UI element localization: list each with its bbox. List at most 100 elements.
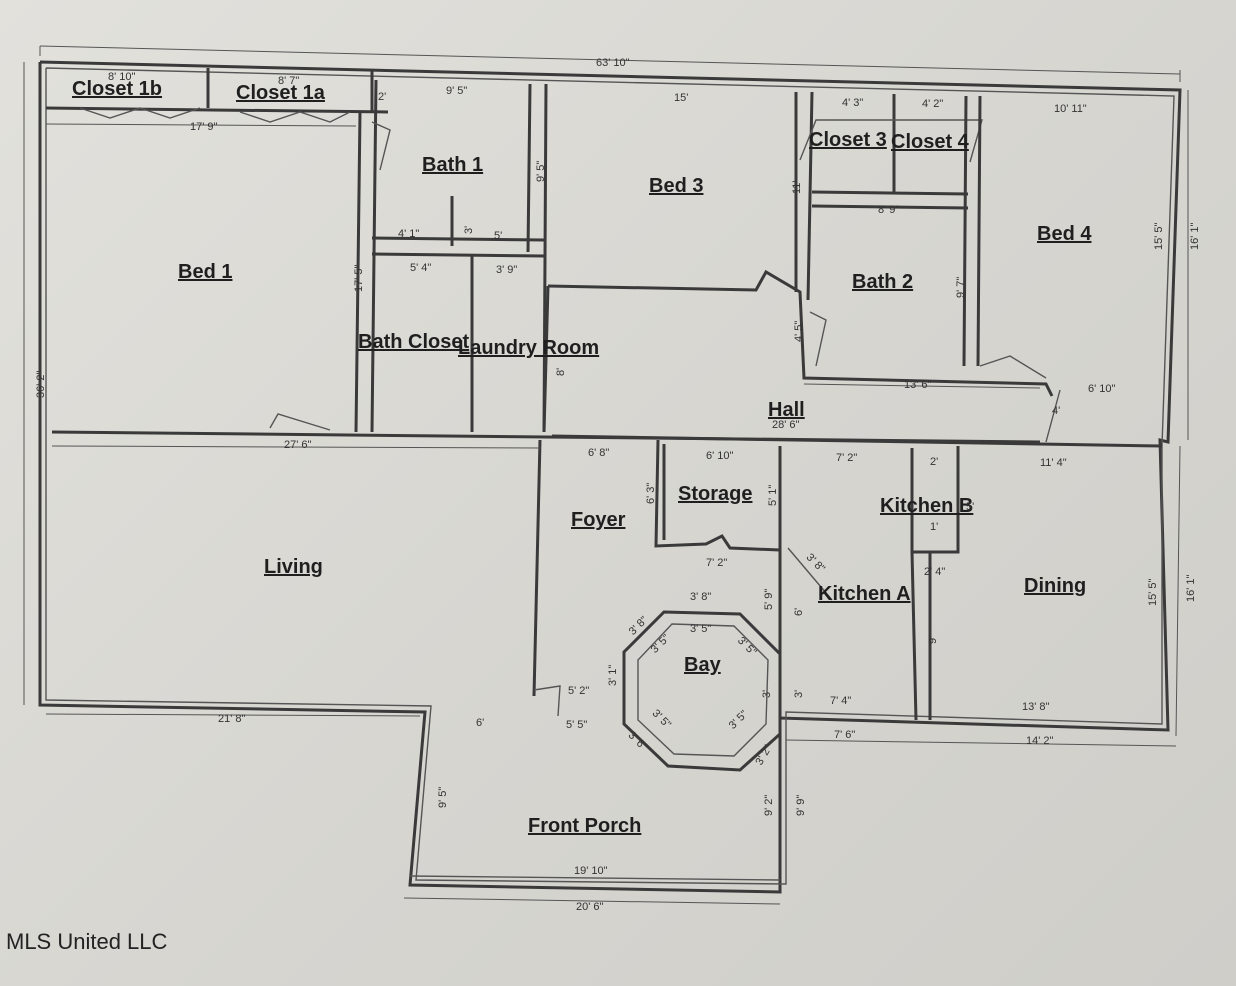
dim-label: 20' 6": [576, 901, 604, 913]
closet3-west-wall: [806, 91, 814, 301]
dim-label: 5' 4": [410, 262, 431, 274]
dim-label: 9' 2": [763, 795, 775, 816]
dim-label: 7' 6": [834, 729, 855, 741]
dimension-labels: 63' 10" 8' 10" 8' 7" 2' 9' 5" 15' 4' 3" …: [35, 57, 1201, 913]
dim-label: 3' 5": [727, 708, 751, 732]
closet3-door: [799, 119, 900, 161]
dim-label: 13' 8": [1022, 701, 1050, 713]
dim-label: 5': [494, 230, 502, 242]
dim-label: 7' 4": [830, 695, 851, 707]
dim-label: 17' 9": [190, 121, 218, 133]
dim-label: 15': [674, 92, 688, 104]
dim-label: 7' 2": [836, 452, 857, 464]
dim-label: 2': [378, 91, 386, 103]
watermark: MLS United LLC: [6, 929, 168, 954]
dim-label: 3' 8": [690, 591, 711, 603]
dim-label: 9' 5": [446, 85, 467, 97]
dim-label: 8': [555, 368, 567, 376]
room-storage: Storage: [678, 483, 752, 505]
dim-label: 6' 10": [706, 450, 734, 462]
dim-label: 3' 5": [649, 632, 673, 656]
room-bay: Bay: [684, 654, 722, 676]
dim-label: 36' 2": [35, 370, 47, 398]
bay-outer: [622, 610, 782, 772]
room-bath-closet: Bath Closet: [358, 331, 469, 353]
room-hall: Hall: [768, 399, 805, 421]
dim-label: 11' 4": [1040, 457, 1067, 469]
dim-label: 4' 1": [398, 228, 419, 240]
closet-strip-wall: [45, 106, 389, 114]
dim-label: 6': [476, 717, 484, 729]
living-east-wall: [532, 439, 542, 697]
kitchen-b-counter: [910, 446, 960, 554]
dim-label: 3' 5": [690, 623, 711, 635]
room-kitchen-a: Kitchen A: [818, 583, 911, 605]
room-bath-1: Bath 1: [422, 154, 483, 176]
room-dining: Dining: [1024, 575, 1086, 597]
room-living: Living: [264, 556, 323, 578]
room-closet-1a: Closet 1a: [236, 82, 326, 104]
dim-label: 3': [793, 690, 805, 698]
dim-label: 4' 3": [842, 97, 863, 109]
dim-label: 8' 7": [278, 75, 299, 87]
dim-label: 15' 5": [1153, 222, 1165, 250]
dim-label: 3' 8": [627, 614, 651, 638]
dim-label: 5' 9": [763, 589, 775, 610]
dim-label: 5' 1": [767, 485, 779, 506]
dim-label: 9' 7": [955, 277, 967, 298]
dim-label: 13' 6": [904, 379, 932, 391]
dim-label: 6' 3": [645, 483, 657, 504]
dim-label: 2' 4": [924, 566, 945, 578]
dim-label: 5': [966, 501, 974, 513]
dim-label: 6': [793, 608, 805, 616]
exterior-wall: [38, 60, 1182, 894]
dimension-lines: [23, 45, 1189, 905]
hall-end-door: [1045, 389, 1061, 443]
dim-label: 17' 5": [353, 264, 365, 292]
kitchen-a-diag: [787, 547, 833, 601]
bed1-east-wall: [354, 111, 362, 433]
bath2-door: [809, 311, 827, 367]
bath1-west-wall: [370, 79, 378, 433]
dim-label: 16' 1": [1185, 574, 1197, 602]
dim-label: 14' 2": [1026, 735, 1054, 747]
bath-closet-top: [371, 252, 545, 258]
dim-label: 63' 10": [596, 57, 630, 69]
dim-label: 2': [930, 456, 938, 468]
dim-label: 28' 6": [772, 419, 800, 431]
hall-north-wall: [547, 269, 1054, 397]
bath2-top-wall: [811, 204, 969, 210]
dim-label: 4' 2": [922, 98, 943, 110]
dim-label: 3' 9": [496, 264, 517, 276]
dim-label: 9': [927, 636, 939, 644]
dim-label: 8' 10": [108, 71, 136, 83]
closet-bottom-wall: [811, 190, 969, 196]
dim-label: 4': [1052, 405, 1060, 417]
room-foyer: Foyer: [571, 509, 626, 531]
room-bed-4: Bed 4: [1037, 223, 1092, 245]
bath1-door: [371, 121, 391, 171]
porch-jog: [533, 685, 561, 717]
dim-label: 5' 2": [568, 685, 589, 697]
closet-1b-door: [79, 107, 201, 119]
closet4-door: [900, 119, 983, 163]
dim-label: 9' 9": [795, 795, 807, 816]
room-closet-1b: Closet 1b: [72, 78, 162, 100]
dim-label: 3': [463, 226, 475, 234]
dim-label: 5' 5": [566, 719, 587, 731]
room-labels: Closet 1b Closet 1a Bath 1 Bed 3 Closet …: [72, 78, 1092, 837]
room-bed-3: Bed 3: [649, 175, 703, 197]
dim-label: 19' 10": [574, 865, 608, 877]
bath1-east-wall: [526, 83, 532, 253]
dim-label: 3' 5": [650, 707, 674, 731]
room-bed-1: Bed 1: [178, 261, 232, 283]
storage-walls: [654, 439, 781, 552]
dim-label: 9' 5": [535, 161, 547, 182]
dim-label: 3' 6": [626, 729, 650, 753]
room-laundry-room: Laundry Room: [458, 337, 599, 359]
room-closet-4: Closet 4: [891, 131, 970, 153]
dim-label: 9' 5": [437, 787, 449, 808]
dim-label: 16' 1": [1189, 222, 1201, 250]
dim-label: 11': [791, 180, 803, 194]
